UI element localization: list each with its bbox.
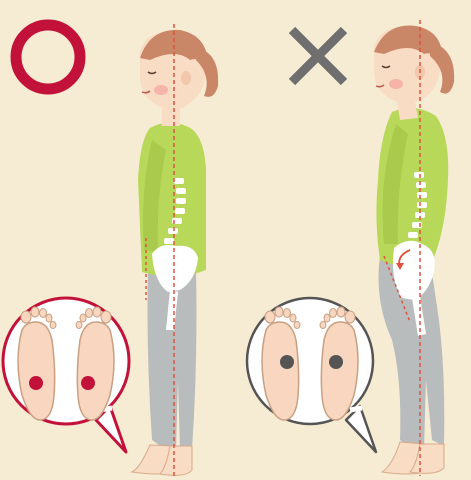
circle-mark-icon: [16, 25, 80, 89]
bad-posture-panel: [247, 20, 454, 476]
good-head: [140, 30, 218, 109]
good-pressure-point-right: [81, 376, 95, 390]
bad-head: [374, 26, 454, 103]
cross-mark-icon: [292, 30, 344, 82]
good-posture-figure: [132, 30, 218, 475]
good-posture-panel: [3, 24, 218, 476]
bad-feet-callout: [247, 298, 376, 452]
bad-callout-tail: [346, 406, 376, 452]
bad-pressure-point-right: [329, 355, 343, 369]
bad-pressure-point-left: [280, 355, 294, 369]
good-pressure-point-left: [29, 376, 43, 390]
bad-posture-figure: [374, 26, 454, 474]
good-feet-callout: [3, 298, 129, 452]
